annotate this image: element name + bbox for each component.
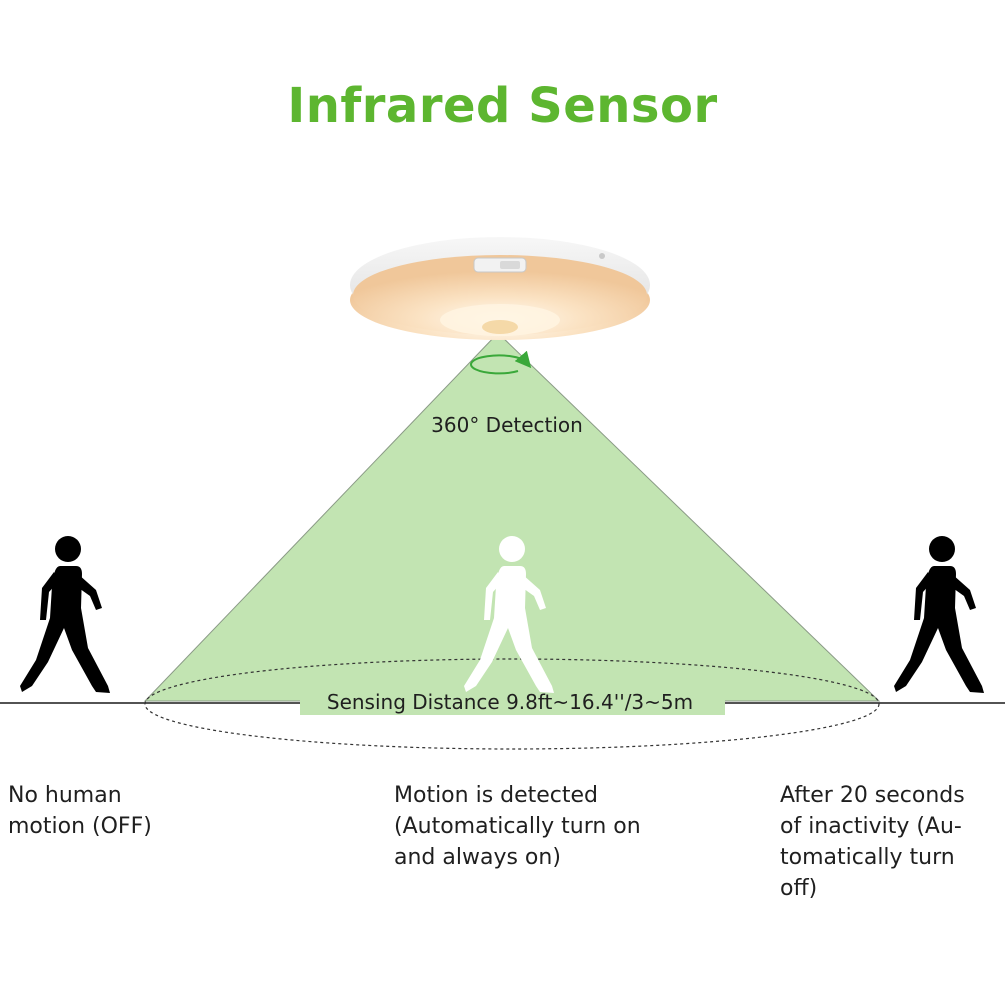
- rotation-arrow-icon: [470, 350, 532, 375]
- sensing-area-ellipse: [144, 658, 880, 750]
- detection-label: 360° Detection: [431, 413, 583, 437]
- detection-cone: [143, 332, 881, 702]
- page-title: Infrared Sensor: [287, 78, 718, 134]
- caption-inactivity: After 20 seconds of inactivity (Au- toma…: [780, 783, 965, 901]
- walking-person-right-icon: [894, 536, 984, 693]
- caption-no-motion: No human motion (OFF): [8, 783, 152, 839]
- distance-label-bg: [300, 689, 725, 715]
- distance-label: Sensing Distance 9.8ft~16.4''/3~5m: [327, 690, 693, 714]
- ceiling-light-icon: [350, 237, 650, 340]
- caption-motion-detected: Motion is detected (Automatically turn o…: [394, 783, 641, 870]
- walking-person-middle-icon: [464, 536, 554, 693]
- walking-person-left-icon: [20, 536, 110, 693]
